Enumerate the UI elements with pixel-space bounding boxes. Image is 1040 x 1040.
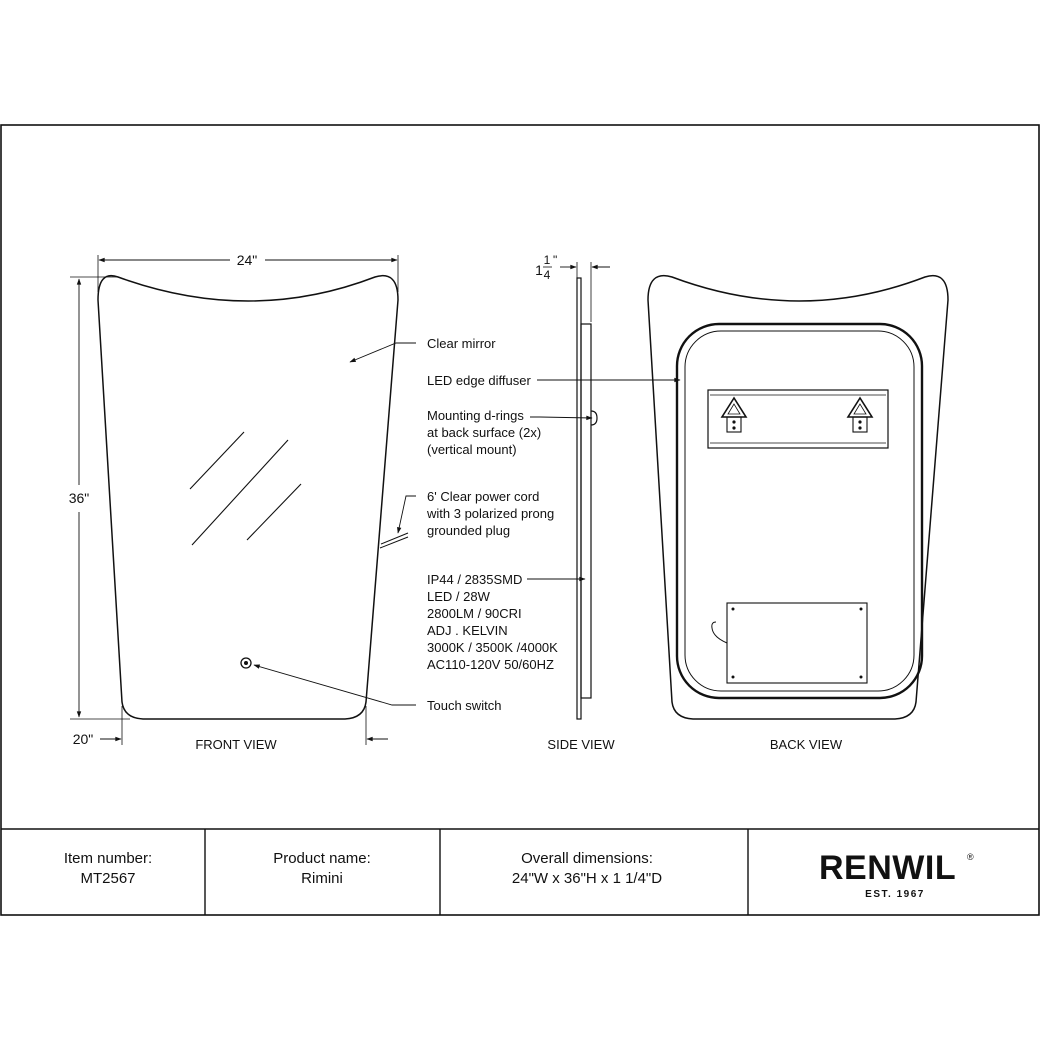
callout-mounting-line-2: at back surface (2x) [427, 425, 541, 440]
touch-switch-center [244, 661, 248, 665]
front-reflection-line [191, 439, 289, 546]
dim-bottom-width-label: 20" [73, 731, 94, 747]
renwil-logo: RENWIL ® EST. 1967 [819, 849, 974, 900]
driver-screw [731, 675, 735, 679]
touch-switch-icon [240, 657, 252, 669]
front-view-title: FRONT VIEW [195, 737, 277, 752]
dim-depth-unit: " [553, 253, 557, 267]
driver-screw [731, 607, 735, 611]
driver-box [726, 602, 868, 684]
back-mirror-outline [647, 275, 949, 720]
spec-line-5: 3000K / 3500K /4000K [427, 640, 558, 655]
callout-led-edge-diffuser: LED edge diffuser [427, 373, 531, 388]
product-name-label: Product name: [273, 850, 371, 867]
front-mirror-outline [97, 275, 399, 720]
side-d-ring [590, 410, 598, 426]
brand-established: EST. 1967 [865, 889, 925, 900]
power-cord [379, 536, 409, 549]
brand-wordmark: RENWIL [819, 849, 956, 887]
front-reflection-line [246, 483, 302, 541]
front-reflection-line [189, 431, 245, 490]
side-backplate [580, 323, 592, 699]
spec-line-6: AC110-120V 50/60HZ [427, 657, 554, 672]
back-led-frame-inner [684, 330, 915, 692]
back-view-title: BACK VIEW [770, 737, 843, 752]
dim-depth-whole: 1 [535, 262, 543, 278]
driver-screw [859, 607, 863, 611]
power-cord [380, 532, 409, 545]
sheet-border [0, 124, 1040, 916]
back-view: BACK VIEW [537, 275, 949, 752]
callout-power-cord-line-3: grounded plug [427, 523, 510, 538]
side-view: 1 1 4 " SIDE VIEW [527, 253, 615, 752]
overall-dimensions-label: Overall dimensions: [521, 850, 653, 867]
overall-dimensions-value: 24"W x 36"H x 1 1/4"D [512, 870, 662, 887]
dim-height-label: 36" [69, 490, 90, 506]
item-number-label: Item number: [64, 850, 152, 867]
leader-clear-mirror [349, 342, 416, 363]
dim-depth-numerator: 1 [544, 253, 551, 267]
leader-power-cord [397, 495, 416, 534]
side-view-title: SIDE VIEW [547, 737, 615, 752]
dim-depth-denominator: 4 [544, 268, 551, 282]
callout-clear-mirror: Clear mirror [427, 336, 496, 351]
back-power-cord [711, 621, 728, 644]
dim-width-label: 24" [237, 252, 258, 268]
callout-mounting-line-1: Mounting d-rings [427, 408, 524, 423]
callout-touch-switch: Touch switch [427, 698, 501, 713]
d-ring-icon [846, 396, 874, 433]
driver-screw [859, 675, 863, 679]
callout-mounting-line-3: (vertical mount) [427, 442, 517, 457]
spec-line-1: IP44 / 2835SMD [427, 572, 522, 587]
spec-line-2: LED / 28W [427, 589, 491, 604]
spec-line-4: ADJ . KELVIN [427, 623, 508, 638]
mounting-bracket [707, 389, 889, 449]
callout-power-cord-line-2: with 3 polarized prong [426, 506, 554, 521]
item-number-value: MT2567 [80, 870, 135, 887]
product-name-value: Rimini [301, 870, 343, 887]
back-led-frame-outer [675, 322, 924, 700]
front-view: 24" 36" 20" FRONT VIEW [69, 252, 416, 752]
brand-registered-mark: ® [967, 852, 974, 862]
d-ring-icon [720, 396, 748, 433]
callout-power-cord-line-1: 6' Clear power cord [427, 489, 539, 504]
spec-line-3: 2800LM / 90CRI [427, 606, 522, 621]
leader-mounting [530, 415, 593, 421]
leader-touch-switch [253, 664, 416, 706]
